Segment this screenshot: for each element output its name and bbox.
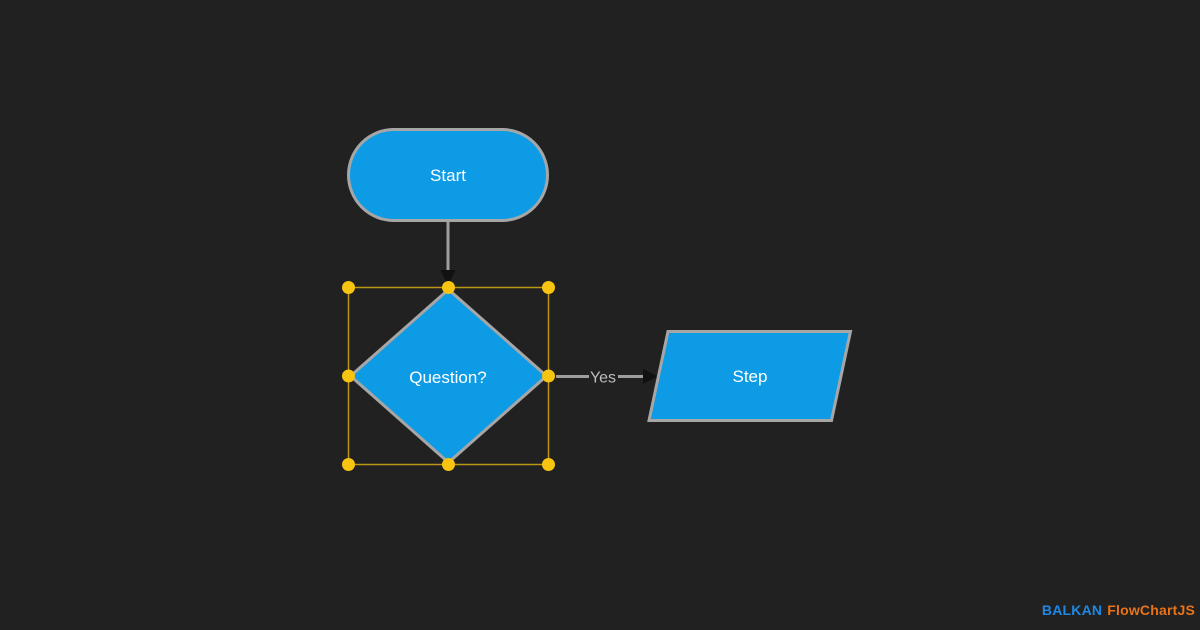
- selection-handle-se[interactable]: [542, 458, 555, 471]
- arrowhead-down-icon: [440, 270, 456, 286]
- brand-product: FlowChartJS: [1107, 602, 1195, 618]
- selection-handle-ne[interactable]: [542, 281, 555, 294]
- selection-handle-n[interactable]: [442, 281, 455, 294]
- selection-handle-s[interactable]: [442, 458, 455, 471]
- edge-start-to-question: [440, 221, 456, 286]
- selection-handles: [342, 281, 555, 471]
- node-step-label: Step: [733, 367, 768, 386]
- selection-handle-nw[interactable]: [342, 281, 355, 294]
- edge-label-yes: Yes: [590, 370, 616, 387]
- node-question-label: Question?: [409, 368, 487, 387]
- node-start: Start: [347, 128, 549, 222]
- arrowhead-right-icon: [643, 369, 658, 384]
- selection-handle-w[interactable]: [342, 369, 355, 383]
- node-step: Step: [647, 330, 853, 422]
- selection-handle-e[interactable]: [542, 369, 555, 383]
- node-step-shape[interactable]: [647, 330, 853, 422]
- brand-balkan: BALKAN: [1041, 602, 1103, 618]
- node-start-shape[interactable]: [347, 128, 549, 222]
- selection-handle-sw[interactable]: [342, 458, 355, 471]
- node-start-label: Start: [430, 166, 466, 185]
- edge-question-to-step: Yes: [556, 369, 658, 387]
